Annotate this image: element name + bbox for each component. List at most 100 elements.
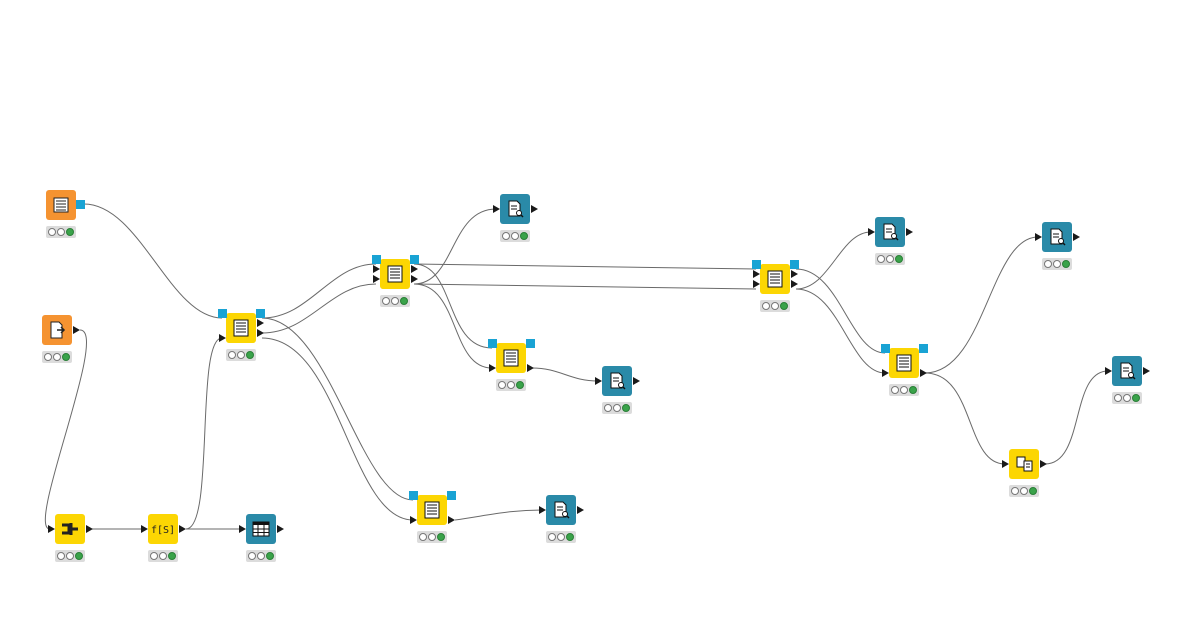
- input-port[interactable]: [882, 369, 889, 377]
- flow-variable-out-port[interactable]: [919, 344, 928, 353]
- output-port[interactable]: [577, 506, 584, 514]
- output-port[interactable]: [411, 275, 418, 283]
- connection-n7-n9[interactable]: [413, 283, 493, 369]
- node-n10-document-viewer[interactable]: [602, 366, 632, 396]
- node-n14-document-viewer[interactable]: [875, 217, 905, 247]
- flow-variable-out-port[interactable]: [447, 491, 456, 500]
- input-port[interactable]: [1105, 367, 1112, 375]
- output-port[interactable]: [1073, 233, 1080, 241]
- connection-n11-n12[interactable]: [454, 509, 543, 521]
- flow-variable-out-port[interactable]: [256, 309, 265, 318]
- flow-variable-in-port[interactable]: [752, 260, 761, 269]
- input-port[interactable]: [410, 516, 417, 524]
- input-port[interactable]: [595, 377, 602, 385]
- input-port[interactable]: [239, 525, 246, 533]
- output-port[interactable]: [531, 205, 538, 213]
- connection-n13-n15[interactable]: [795, 288, 886, 374]
- output-port[interactable]: [86, 525, 93, 533]
- input-port[interactable]: [373, 275, 380, 283]
- output-port[interactable]: [277, 525, 284, 533]
- connection-n17-n18[interactable]: [1044, 370, 1109, 465]
- connection-n6-n7[interactable]: [261, 283, 377, 334]
- flow-variable-out-port[interactable]: [76, 200, 85, 209]
- output-port[interactable]: [73, 326, 80, 334]
- flow-variable-in-port[interactable]: [409, 491, 418, 500]
- connection-n1-n6[interactable]: [83, 203, 223, 319]
- node-n17-document-transform[interactable]: [1009, 449, 1039, 479]
- connection-n9-n10[interactable]: [531, 367, 599, 382]
- connection-n7-n9[interactable]: [413, 263, 493, 349]
- connection-n13-n15[interactable]: [795, 268, 886, 354]
- status-executed-light: [266, 552, 274, 560]
- flow-variable-in-port[interactable]: [488, 339, 497, 348]
- output-port[interactable]: [1143, 367, 1150, 375]
- connection-n7-n8[interactable]: [413, 208, 497, 285]
- node-n9-document-process[interactable]: [496, 343, 526, 373]
- input-port[interactable]: [753, 280, 760, 288]
- input-port[interactable]: [539, 506, 546, 514]
- status-light: [1123, 394, 1131, 402]
- connection-n13-n14[interactable]: [795, 231, 872, 290]
- output-port[interactable]: [906, 228, 913, 236]
- flow-variable-out-port[interactable]: [526, 339, 535, 348]
- input-port[interactable]: [868, 228, 875, 236]
- node-n13-document-process[interactable]: [760, 264, 790, 294]
- node-n18-document-viewer[interactable]: [1112, 356, 1142, 386]
- node-n7-document-process[interactable]: [380, 259, 410, 289]
- node-n11-document-process[interactable]: [417, 495, 447, 525]
- input-port[interactable]: [48, 525, 55, 533]
- node-status-indicator: [889, 384, 919, 396]
- status-light: [57, 552, 65, 560]
- connection-n6-n11[interactable]: [261, 317, 414, 501]
- flow-variable-in-port[interactable]: [881, 344, 890, 353]
- output-port[interactable]: [791, 280, 798, 288]
- output-port[interactable]: [411, 265, 418, 273]
- connection-n6-n11[interactable]: [261, 337, 414, 521]
- output-port[interactable]: [179, 525, 186, 533]
- node-n4-string-manipulation[interactable]: f[S]: [148, 514, 178, 544]
- output-port[interactable]: [257, 329, 264, 337]
- flow-variable-out-port[interactable]: [410, 255, 419, 264]
- node-n6-document-process[interactable]: [226, 313, 256, 343]
- input-port[interactable]: [493, 205, 500, 213]
- connection-n7-n13[interactable]: [413, 263, 757, 270]
- node-n16-document-viewer[interactable]: [1042, 222, 1072, 252]
- input-port[interactable]: [1002, 460, 1009, 468]
- status-light: [557, 533, 565, 541]
- node-n1-table-reader[interactable]: [46, 190, 76, 220]
- table-view-icon: [252, 521, 270, 537]
- node-n15-document-process[interactable]: [889, 348, 919, 378]
- input-port[interactable]: [1035, 233, 1042, 241]
- document-process-icon: [503, 349, 519, 367]
- input-port[interactable]: [753, 270, 760, 278]
- connection-n7-n13[interactable]: [413, 283, 757, 290]
- flow-variable-out-port[interactable]: [790, 260, 799, 269]
- flow-variable-in-port[interactable]: [372, 255, 381, 264]
- node-n12-document-viewer[interactable]: [546, 495, 576, 525]
- connection-n15-n16[interactable]: [924, 236, 1039, 374]
- input-port[interactable]: [373, 265, 380, 273]
- connection-n15-n17[interactable]: [924, 372, 1006, 465]
- node-n5-table-view[interactable]: [246, 514, 276, 544]
- connection-n2-n3[interactable]: [44, 329, 87, 530]
- input-port[interactable]: [489, 364, 496, 372]
- output-port[interactable]: [791, 270, 798, 278]
- output-port[interactable]: [448, 516, 455, 524]
- output-port[interactable]: [633, 377, 640, 385]
- connection-n6-n7[interactable]: [261, 263, 377, 319]
- output-port[interactable]: [257, 319, 264, 327]
- output-port[interactable]: [920, 369, 927, 377]
- flow-variable-in-port[interactable]: [218, 309, 227, 318]
- input-port[interactable]: [141, 525, 148, 533]
- joiner-icon: [62, 523, 78, 535]
- output-port[interactable]: [1040, 460, 1047, 468]
- node-status-indicator: [55, 550, 85, 562]
- document-viewer-icon: [610, 372, 626, 390]
- node-n8-document-viewer[interactable]: [500, 194, 530, 224]
- connection-n4-n6[interactable]: [185, 337, 223, 530]
- node-n2-file-reader[interactable]: [42, 315, 72, 345]
- output-port[interactable]: [527, 364, 534, 372]
- node-n3-joiner[interactable]: [55, 514, 85, 544]
- input-port[interactable]: [219, 334, 226, 342]
